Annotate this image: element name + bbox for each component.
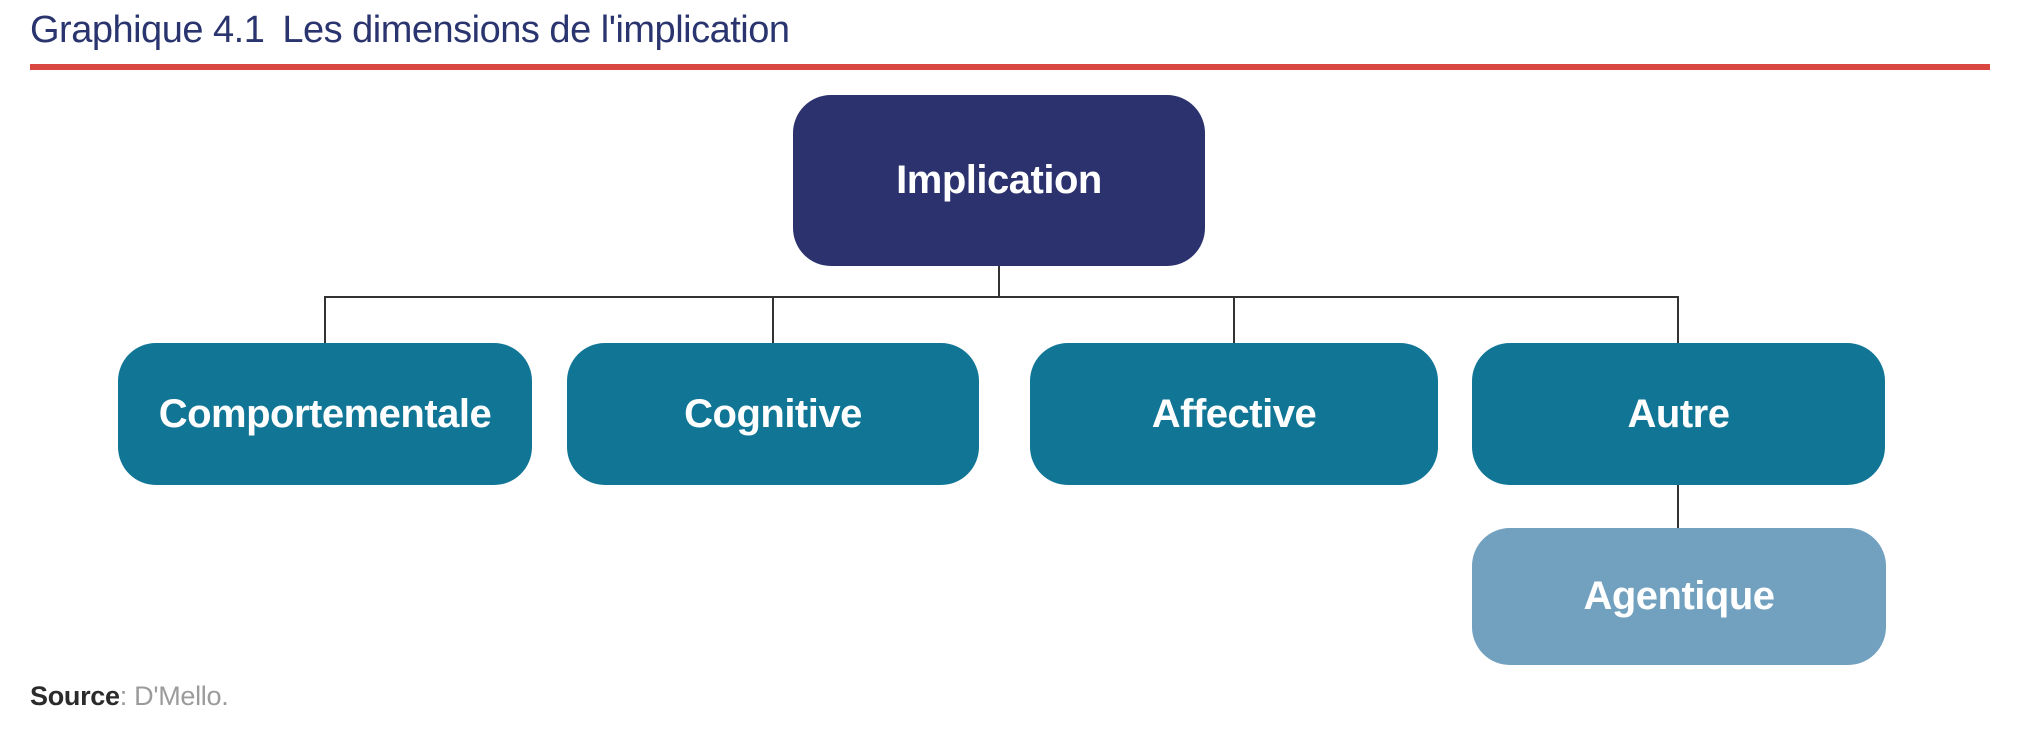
node-autre-label: Autre xyxy=(1627,391,1730,436)
node-affective: Affective xyxy=(1030,343,1438,485)
title-rule-divider xyxy=(30,64,1990,70)
node-affective-label: Affective xyxy=(1151,391,1317,436)
node-comportementale-label: Comportementale xyxy=(158,391,492,436)
node-cognitive: Cognitive xyxy=(567,343,979,485)
connector-drop-affective xyxy=(1233,296,1235,343)
connector-autre-agentique xyxy=(1677,485,1679,528)
source-text: : D'Mello. xyxy=(119,681,229,711)
connector-drop-autre xyxy=(1677,296,1679,343)
figure-title-text: Les dimensions de l'implication xyxy=(282,9,790,51)
node-implication-label: Implication xyxy=(896,158,1102,202)
node-comportementale: Comportementale xyxy=(118,343,532,485)
connector-drop-cognitive xyxy=(772,296,774,343)
node-cognitive-label: Cognitive xyxy=(684,391,862,436)
connector-root-stem xyxy=(998,266,1000,297)
connector-horizontal-bus xyxy=(325,296,1679,298)
node-agentique-label: Agentique xyxy=(1583,574,1775,618)
connector-drop-comportementale xyxy=(324,296,326,343)
node-implication: Implication xyxy=(793,95,1205,266)
node-autre: Autre xyxy=(1472,343,1885,485)
source-label: Source xyxy=(30,681,120,711)
figure-number: Graphique 4.1 xyxy=(30,9,265,51)
node-agentique: Agentique xyxy=(1472,528,1886,665)
figure-title: Graphique 4.1 Les dimensions de l'implica… xyxy=(30,8,790,52)
source-note: Source: D'Mello. xyxy=(30,681,229,712)
